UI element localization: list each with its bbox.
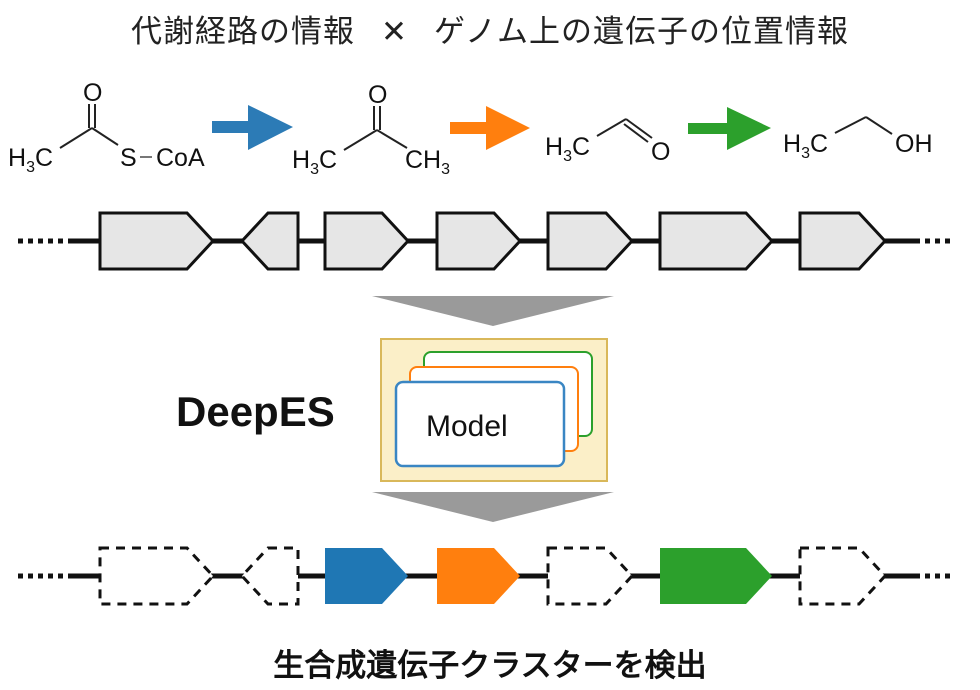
input-gene-1	[98, 211, 216, 271]
input-gene-6	[658, 211, 775, 271]
times-icon: ✕	[380, 14, 408, 50]
input-gene-4	[435, 211, 523, 271]
genome-track-output	[18, 546, 955, 606]
input-gene-3	[323, 211, 411, 271]
output-gene-3	[325, 548, 408, 604]
title-metabolic-pathway: 代謝経路の情報	[130, 14, 355, 50]
output-gene-7	[798, 546, 888, 606]
compound-2-left-group: H3C	[292, 146, 337, 178]
compound-4-left-group: H3C	[783, 130, 828, 162]
title-gene-position: ゲノム上の遺伝子の位置情報	[433, 14, 850, 50]
orange-reaction-arrow	[450, 106, 530, 150]
input-gene-5	[546, 211, 635, 271]
output-gene-5	[546, 546, 635, 606]
model-panel: Model	[380, 338, 608, 482]
output-gene-6	[660, 548, 772, 604]
green-reaction-arrow	[688, 107, 771, 150]
header-title: 代謝経路の情報 ✕ ゲノム上の遺伝子の位置情報	[0, 6, 980, 51]
model-layer-blue	[394, 380, 566, 468]
compound-3-left-group: H3C	[545, 133, 590, 165]
down-arrow-1	[372, 296, 614, 326]
compound-4-right-group: OH	[895, 130, 933, 158]
compound-3-right-group: O	[651, 138, 670, 166]
blue-reaction-arrow	[212, 105, 293, 150]
compound-1-top-atom: O	[83, 79, 102, 107]
genome-track-input	[18, 211, 955, 271]
compound-1-right-group: S	[120, 144, 137, 172]
compound-ethanol: H3C OH	[783, 116, 933, 162]
compound-1-left-group: H3C	[8, 144, 53, 176]
compound-acetone: H3C O CH3	[292, 81, 450, 178]
model-name: DeepES	[176, 388, 335, 435]
model-label: Model	[426, 410, 508, 443]
output-gene-1	[98, 546, 216, 606]
compound-acetaldehyde: H3C O	[545, 118, 670, 166]
input-gene-2	[239, 211, 300, 271]
down-arrow-2	[372, 492, 614, 522]
compound-acetyl-coa: H3C O S CoA	[8, 79, 205, 176]
input-gene-7	[798, 211, 888, 271]
output-gene-4	[437, 548, 520, 604]
compound-1-coa: CoA	[156, 144, 205, 172]
footer-caption: 生合成遺伝子クラスターを検出	[273, 648, 707, 684]
compound-2-top-atom: O	[368, 81, 387, 109]
output-gene-2	[239, 546, 300, 606]
compound-2-right-group: CH3	[405, 146, 450, 178]
